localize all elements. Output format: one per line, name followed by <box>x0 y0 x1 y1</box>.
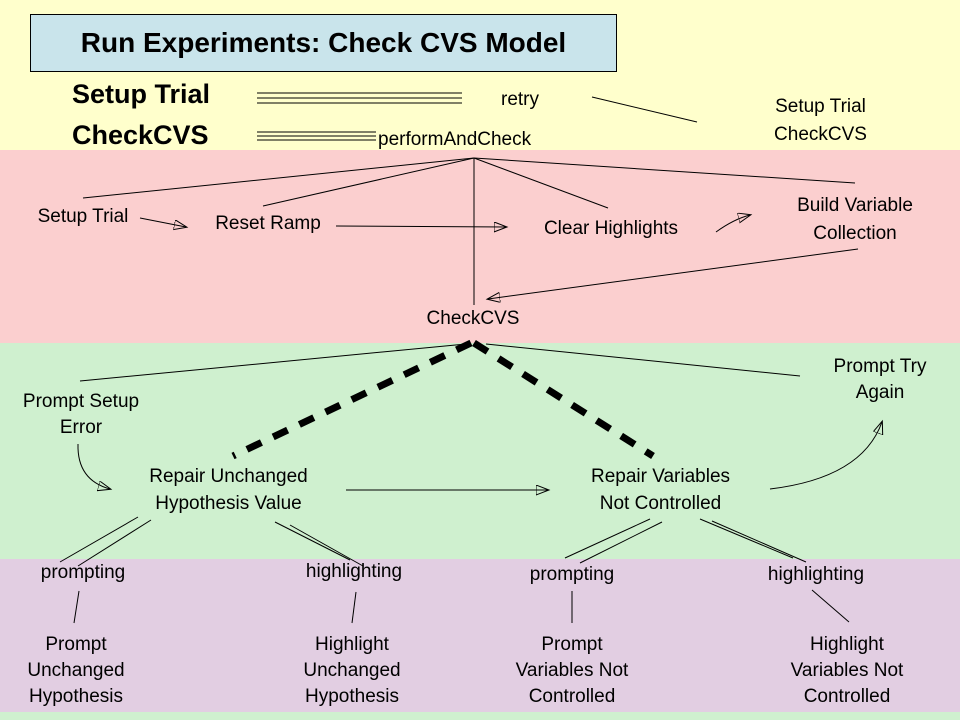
node-prompt-setup-error: Prompt Setup Error <box>22 391 140 438</box>
slide-title: Run Experiments: Check CVS Model <box>80 27 567 58</box>
purple-band <box>0 559 960 712</box>
node-setup-trial: Setup Trial <box>37 206 129 227</box>
label-prompting-right: prompting <box>529 564 615 585</box>
retry-to-right-node-line <box>591 96 698 123</box>
node-repair-unchanged-hypothesis-value: Repair Unchanged Hypothesis Value <box>149 466 308 514</box>
node-prompt-variables-not-controlled: Prompt Variables Not Controlled <box>515 634 629 707</box>
node-reset-ramp: Reset Ramp <box>215 213 321 234</box>
leader-lines-checkcvs <box>257 131 376 141</box>
slide-title-box: Run Experiments: Check CVS Model <box>30 14 617 72</box>
node-prompt-try-again: Prompt Try Again <box>833 356 927 403</box>
node-clear-highlights: Clear Highlights <box>543 218 679 239</box>
node-highlight-unchanged-hypothesis: Highlight Unchanged Hypothesis <box>303 634 401 707</box>
right-setup-trial-checkcvs-node: Setup Trial CheckCVS <box>774 96 867 145</box>
header-setup-trial: Setup Trial <box>72 79 211 109</box>
node-build-variable-collection: Build Variable Collection <box>797 195 913 244</box>
label-prompting-left: prompting <box>40 562 126 583</box>
label-highlighting-right: highlighting <box>767 564 865 585</box>
bottom-green-strip <box>0 712 960 720</box>
node-repair-variables-not-controlled: Repair Variables Not Controlled <box>590 466 731 514</box>
retry-label: retry <box>501 89 539 110</box>
label-highlighting-left: highlighting <box>305 561 403 582</box>
header-checkcvs: CheckCVS <box>72 120 209 150</box>
node-checkcvs: CheckCVS <box>426 308 520 329</box>
node-highlight-variables-not-controlled: Highlight Variables Not Controlled <box>790 634 904 707</box>
perform-and-check-label: performAndCheck <box>378 129 532 150</box>
node-prompt-unchanged-hypothesis: Prompt Unchanged Hypothesis <box>27 634 125 707</box>
leader-lines-setup-trial <box>257 92 462 104</box>
